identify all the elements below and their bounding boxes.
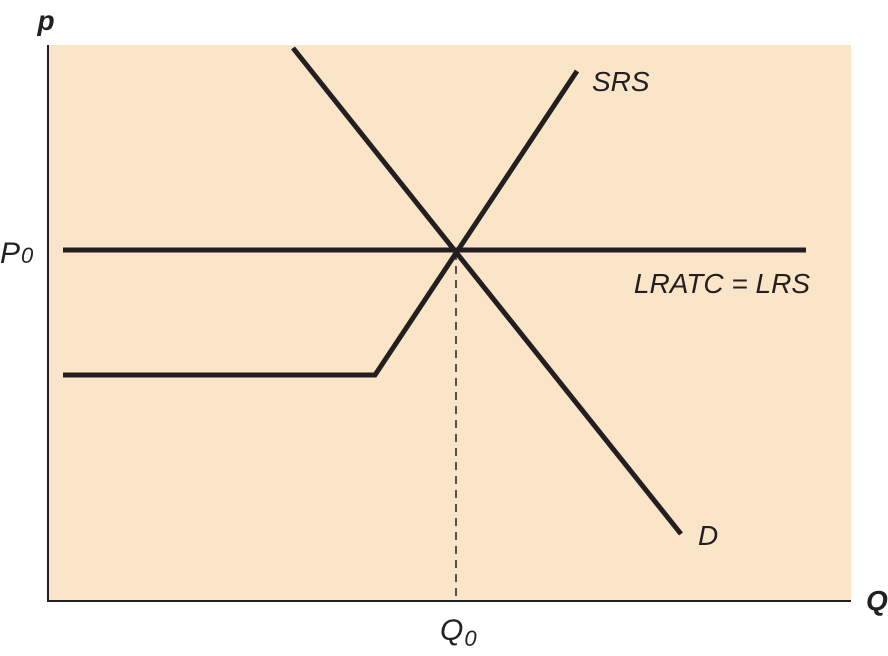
quantity-marker-sub: 0 <box>464 626 477 651</box>
quantity-marker-main: Q <box>440 614 463 647</box>
short-run-supply-curve <box>63 69 580 378</box>
quantity-marker: Q0 <box>440 614 477 651</box>
price-marker-sub: 0 <box>21 243 34 268</box>
price-marker: P0 <box>0 237 34 270</box>
price-marker-main: P <box>0 237 20 270</box>
plot-area <box>48 45 851 601</box>
demand-label: D <box>698 520 718 551</box>
demand-curve <box>291 46 683 536</box>
y-axis-label: p <box>36 5 54 36</box>
x-axis-label: Q <box>866 585 888 616</box>
srs-label: SRS <box>592 66 650 97</box>
long-run-supply-label: LRATC = LRS <box>634 268 810 299</box>
